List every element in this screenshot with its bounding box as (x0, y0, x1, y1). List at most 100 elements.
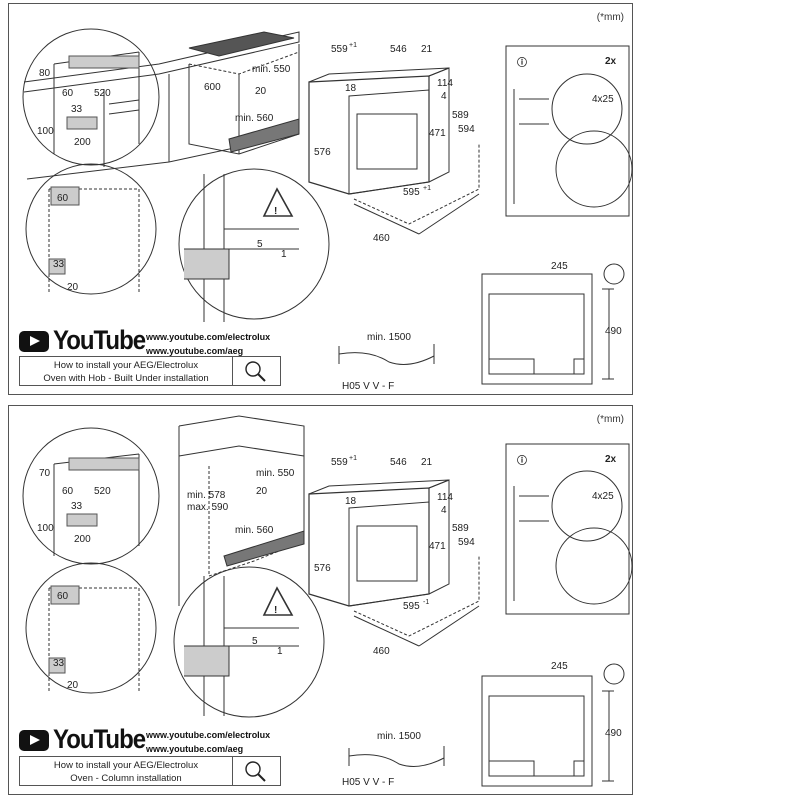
detail-dim-60: 60 (57, 591, 69, 602)
dim-20: 20 (255, 86, 267, 97)
dim-559-tol: +1 (349, 42, 357, 49)
detail-dim-20: 20 (67, 282, 79, 293)
dim-595-tol: -1 (423, 599, 429, 606)
dim-559: 559 (331, 457, 348, 468)
detail-dim-20: 20 (67, 680, 79, 691)
info-icon: ⓘ (517, 454, 527, 467)
dim-60: 60 (62, 486, 74, 497)
dim-520: 520 (94, 88, 111, 99)
warning-icon: ! (274, 605, 277, 616)
youtube-wordmark: YouTube (53, 724, 146, 755)
dim-200: 200 (74, 137, 91, 148)
dim-100: 100 (37, 126, 54, 137)
dim-114: 114 (437, 78, 453, 89)
howto-box[interactable]: How to install your AEG/Electrolux Oven … (19, 756, 281, 786)
dim-min-550: min. 550 (256, 468, 295, 479)
unit-note: (*mm) (596, 414, 624, 425)
link-youtube-aeg[interactable]: www.youtube.com/aeg (146, 346, 244, 356)
unit-note: (*mm) (596, 12, 624, 23)
dim-18: 18 (345, 496, 357, 507)
dim-4: 4 (441, 505, 447, 516)
dim-200: 200 (74, 534, 91, 545)
dim-min-550: min. 550 (252, 64, 291, 75)
cable-min-length: min. 1500 (367, 332, 411, 343)
youtube-logo: YouTube (19, 325, 146, 356)
screw-count: 2x (605, 56, 617, 67)
youtube-links: www.youtube.com/electrolux www.youtube.c… (146, 728, 270, 756)
howto-line-1: How to install your AEG/Electrolux (53, 360, 199, 371)
howto-box[interactable]: How to install your AEG/Electrolux Oven … (19, 356, 281, 386)
dim-595: 595 (403, 187, 420, 198)
dim-60: 60 (62, 88, 74, 99)
youtube-logo: YouTube (19, 724, 146, 755)
dim-33: 33 (71, 104, 83, 115)
dim-min-578: min. 578 (187, 490, 226, 501)
installation-panel-column: (*mm) (8, 405, 633, 795)
dim-595-tol: +1 (423, 185, 431, 192)
dim-18: 18 (345, 83, 357, 94)
vent-dim-5: 5 (257, 239, 263, 250)
vent-dim-1: 1 (281, 249, 287, 260)
dim-594: 594 (458, 537, 475, 548)
door-dim-245: 245 (551, 661, 568, 672)
dim-546: 546 (390, 44, 407, 55)
column-diagram: 70 60 520 33 100 200 min. 578 max. 590 m… (22, 415, 633, 788)
vent-dim-5: 5 (252, 636, 258, 647)
screw-size: 4x25 (592, 94, 614, 105)
link-youtube-aeg[interactable]: www.youtube.com/aeg (146, 744, 244, 754)
dim-min-560: min. 560 (235, 113, 274, 124)
dim-589: 589 (452, 523, 469, 534)
cable-type: H05 V V - F (342, 381, 394, 392)
youtube-links: www.youtube.com/electrolux www.youtube.c… (146, 330, 270, 358)
dim-546: 546 (390, 457, 407, 468)
vent-dim-1: 1 (277, 646, 283, 657)
door-dim-490: 490 (605, 728, 622, 739)
detail-dim-33: 33 (53, 658, 65, 669)
dim-21: 21 (421, 44, 433, 55)
dim-460: 460 (373, 646, 390, 657)
dim-4: 4 (441, 91, 447, 102)
dim-595: 595 (403, 601, 420, 612)
built-under-diagram: 80 60 520 33 100 200 600 min. 550 20 min… (22, 28, 633, 392)
youtube-wordmark: YouTube (53, 325, 146, 356)
dim-594: 594 (458, 124, 475, 135)
howto-line-2: Oven - Column installation (70, 773, 182, 784)
dim-100: 100 (37, 523, 54, 534)
dim-589: 589 (452, 110, 469, 121)
dim-471: 471 (429, 541, 446, 552)
dim-559-tol: +1 (349, 455, 357, 462)
dim-471: 471 (429, 128, 446, 139)
dim-576: 576 (314, 563, 331, 574)
youtube-play-icon (19, 330, 49, 352)
warning-icon: ! (274, 206, 277, 217)
installation-panel-built-under: (*mm) (8, 3, 633, 395)
door-dim-490: 490 (605, 326, 622, 337)
dim-33: 33 (71, 501, 83, 512)
door-dim-245: 245 (551, 261, 568, 272)
dim-20: 20 (256, 486, 268, 497)
dim-70: 70 (39, 468, 51, 479)
screw-size: 4x25 (592, 491, 614, 502)
dim-21: 21 (421, 457, 433, 468)
cable-type: H05 V V - F (342, 777, 394, 788)
cable-min-length: min. 1500 (377, 731, 421, 742)
dim-460: 460 (373, 233, 390, 244)
dim-114: 114 (437, 492, 453, 503)
howto-line-1: How to install your AEG/Electrolux (53, 760, 199, 771)
detail-dim-33: 33 (53, 259, 65, 270)
detail-dim-60: 60 (57, 193, 69, 204)
link-youtube-electrolux[interactable]: www.youtube.com/electrolux (146, 730, 271, 740)
search-icon[interactable] (233, 357, 280, 385)
youtube-play-icon (19, 729, 49, 751)
dim-520: 520 (94, 486, 111, 497)
dim-600: 600 (204, 82, 221, 93)
dim-576: 576 (314, 147, 331, 158)
info-icon: ⓘ (517, 56, 527, 69)
screw-count: 2x (605, 454, 617, 465)
dim-max-590: max. 590 (187, 502, 229, 513)
link-youtube-electrolux[interactable]: www.youtube.com/electrolux (146, 332, 271, 342)
dim-80: 80 (39, 68, 51, 79)
search-icon[interactable] (233, 757, 280, 785)
dim-min-560: min. 560 (235, 525, 274, 536)
howto-line-2: Oven with Hob - Built Under installation (43, 373, 209, 384)
